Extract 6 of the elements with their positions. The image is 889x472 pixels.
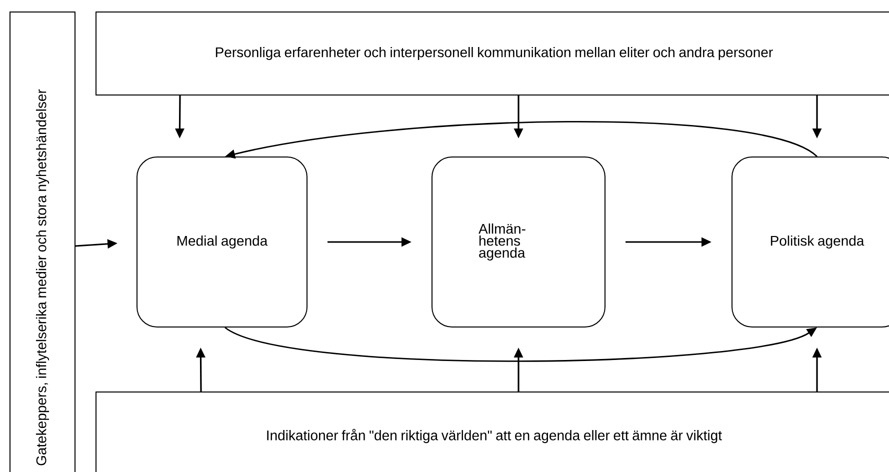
agenda-box: Allmän- hetens agenda [432, 156, 606, 328]
agenda-box: Medial agenda [136, 156, 308, 328]
input-box: Indikationer från "den riktiga världen" att en agenda eller ett ämne är viktigt [96, 392, 889, 472]
agenda-box: Politisk agenda [732, 156, 889, 328]
side-box: Gatekeppers, inflytelserika medier och stora nyhetshändelser [10, 12, 76, 472]
input-box: Personliga erfarenheter och interpersonell kommunikation mellan eliter och andra personer [96, 12, 889, 96]
